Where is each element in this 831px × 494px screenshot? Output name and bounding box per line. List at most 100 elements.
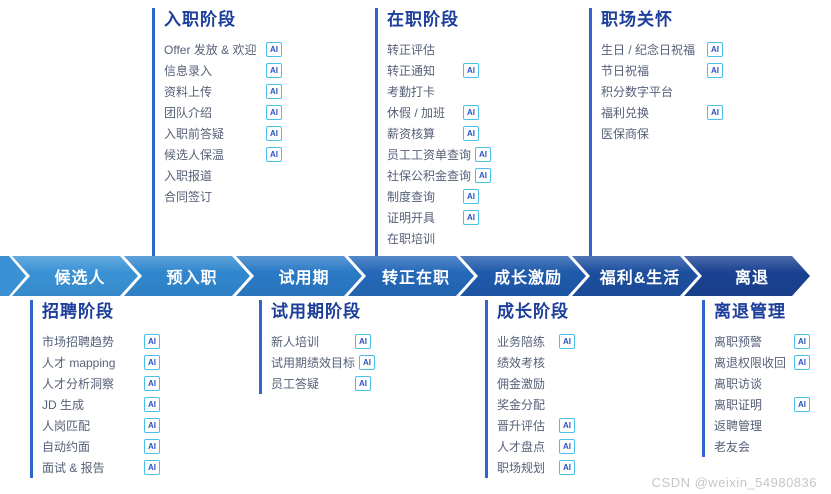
phase-item: 绩效考核 bbox=[497, 352, 575, 373]
phase-item-label: 团队介绍 bbox=[164, 106, 213, 120]
phase-item: 业务陪练 AI bbox=[497, 331, 575, 352]
phase-group-recruiting: 招聘阶段 市场招聘趋势 AI 人才 mapping AI 人才分析洞察 AI J… bbox=[30, 300, 160, 478]
phase-item: 人才盘点 AI bbox=[497, 436, 575, 457]
phase-item: 返聘管理 bbox=[714, 415, 810, 436]
ai-badge-icon: AI bbox=[475, 168, 492, 183]
phase-group-onboarding: 入职阶段 Offer 发放 & 欢迎 AI 信息录入 AI 资料上传 AI 团队… bbox=[152, 8, 282, 256]
phase-item-label: 离职访谈 bbox=[714, 377, 763, 391]
phase-item-list: 生日 / 纪念日祝福 AI 节日祝福 AI 积分数字平台 福利兑换 AI 医保商… bbox=[601, 39, 723, 144]
phase-item: 福利兑换 AI bbox=[601, 102, 723, 123]
phase-group-title: 入职阶段 bbox=[164, 10, 236, 29]
phase-item-label: 生日 / 纪念日祝福 bbox=[601, 43, 696, 57]
ai-badge-icon: AI bbox=[559, 439, 575, 454]
phase-item: 团队介绍 AI bbox=[164, 102, 282, 123]
phase-item-label: JD 生成 bbox=[42, 398, 85, 412]
phase-item: 薪资核算 AI bbox=[387, 123, 479, 144]
phase-item-label: 转正评估 bbox=[387, 43, 436, 57]
phase-item: 面试 & 报告 AI bbox=[42, 457, 160, 478]
phase-item: 证明开具 AI bbox=[387, 207, 479, 228]
phase-item-label: Offer 发放 & 欢迎 bbox=[164, 43, 257, 57]
phase-item-label: 晋升评估 bbox=[497, 419, 546, 433]
phase-item-label: 资料上传 bbox=[164, 85, 213, 99]
stage-arrow-label: 福利&生活 bbox=[599, 270, 681, 287]
phase-item: 节日祝福 AI bbox=[601, 60, 723, 81]
ai-badge-icon: AI bbox=[266, 63, 282, 78]
ai-badge-icon: AI bbox=[266, 147, 282, 162]
ai-badge-icon: AI bbox=[463, 105, 479, 120]
ai-badge-icon: AI bbox=[266, 42, 282, 57]
phase-item: 人才分析洞察 AI bbox=[42, 373, 160, 394]
phase-group-growth: 成长阶段 业务陪练 AI 绩效考核 佣金激励 奖金分配 晋升评估 AI 人才盘点… bbox=[485, 300, 575, 478]
phase-item: 市场招聘趋势 AI bbox=[42, 331, 160, 352]
stage-arrow-label: 离退 bbox=[734, 270, 769, 287]
phase-item-label: 薪资核算 bbox=[387, 127, 436, 141]
phase-item: 生日 / 纪念日祝福 AI bbox=[601, 39, 723, 60]
phase-item-label: 返聘管理 bbox=[714, 419, 763, 433]
phase-item-label: 制度查询 bbox=[387, 190, 436, 204]
phase-item-label: 证明开具 bbox=[387, 211, 436, 225]
phase-item-label: 佣金激励 bbox=[497, 377, 546, 391]
stage-arrow-5: 成长激励 bbox=[460, 256, 586, 296]
phase-item-label: 候选人保温 bbox=[164, 148, 225, 162]
phase-item-label: 人才分析洞察 bbox=[42, 377, 115, 391]
phase-item-label: 离职预警 bbox=[714, 335, 763, 349]
ai-badge-icon: AI bbox=[144, 334, 160, 349]
phase-group-title: 在职阶段 bbox=[387, 10, 459, 29]
ai-badge-icon: AI bbox=[463, 126, 479, 141]
phase-item-label: 在职培训 bbox=[387, 232, 436, 246]
phase-group-title: 职场关怀 bbox=[601, 10, 673, 29]
ai-badge-icon: AI bbox=[355, 376, 371, 391]
phase-item: 考勤打卡 bbox=[387, 81, 479, 102]
phase-item: 合同签订 bbox=[164, 186, 282, 207]
stage-arrow-2: 预入职 bbox=[124, 256, 250, 296]
phase-item: 在职培训 bbox=[387, 228, 479, 249]
ai-badge-icon: AI bbox=[794, 397, 810, 412]
ai-badge-icon: AI bbox=[266, 84, 282, 99]
stage-arrow-label: 候选人 bbox=[54, 270, 106, 287]
phase-item-label: 奖金分配 bbox=[497, 398, 546, 412]
phase-item-label: 入职前答疑 bbox=[164, 127, 225, 141]
ai-badge-icon: AI bbox=[707, 63, 723, 78]
phase-item: 入职报道 bbox=[164, 165, 282, 186]
ai-badge-icon: AI bbox=[463, 210, 479, 225]
phase-item: 积分数字平台 bbox=[601, 81, 723, 102]
ai-badge-icon: AI bbox=[463, 189, 479, 204]
phase-item: 休假 / 加班 AI bbox=[387, 102, 479, 123]
phase-group-onjob: 在职阶段 转正评估 转正通知 AI 考勤打卡 休假 / 加班 AI 薪资核算 A… bbox=[375, 8, 492, 256]
phase-item: 入职前答疑 AI bbox=[164, 123, 282, 144]
stage-arrow-1: 候选人 bbox=[12, 256, 138, 296]
phase-item-label: 节日祝福 bbox=[601, 64, 650, 78]
phase-item-list: 新人培训 AI 试用期绩效目标 AI 员工答疑 AI bbox=[271, 331, 376, 394]
phase-item: 晋升评估 AI bbox=[497, 415, 575, 436]
phase-group-title: 成长阶段 bbox=[497, 302, 569, 321]
phase-item-label: 老友会 bbox=[714, 440, 751, 454]
ai-badge-icon: AI bbox=[355, 334, 371, 349]
phase-group-title: 离退管理 bbox=[714, 302, 786, 321]
stage-arrow-4: 转正在职 bbox=[348, 256, 474, 296]
phase-group-title: 试用期阶段 bbox=[271, 302, 361, 321]
phase-item-label: 转正通知 bbox=[387, 64, 436, 78]
phase-item: 候选人保温 AI bbox=[164, 144, 282, 165]
stage-arrow-6: 福利&生活 bbox=[572, 256, 698, 296]
ai-badge-icon: AI bbox=[559, 418, 575, 433]
phase-item: 资料上传 AI bbox=[164, 81, 282, 102]
ai-badge-icon: AI bbox=[144, 397, 160, 412]
ai-badge-icon: AI bbox=[707, 105, 723, 120]
phase-item: 试用期绩效目标 AI bbox=[271, 352, 376, 373]
stage-arrow-label: 成长激励 bbox=[493, 270, 562, 287]
phase-item-label: 人才 mapping bbox=[42, 356, 116, 370]
phase-item-label: 社保公积金查询 bbox=[387, 169, 472, 183]
phase-item-label: 员工工资单查询 bbox=[387, 148, 472, 162]
phase-item-label: 绩效考核 bbox=[497, 356, 546, 370]
stage-arrow-label: 试用期 bbox=[278, 270, 330, 287]
phase-item-label: 职场规划 bbox=[497, 461, 546, 475]
phase-item: 新人培训 AI bbox=[271, 331, 371, 352]
ai-badge-icon: AI bbox=[559, 334, 575, 349]
phase-item-label: 离职证明 bbox=[714, 398, 763, 412]
phase-item: 社保公积金查询 AI bbox=[387, 165, 492, 186]
phase-item: JD 生成 AI bbox=[42, 394, 160, 415]
phase-group-probation: 试用期阶段 新人培训 AI 试用期绩效目标 AI 员工答疑 AI bbox=[259, 300, 376, 394]
phase-item-label: 福利兑换 bbox=[601, 106, 650, 120]
phase-item: 自动约面 AI bbox=[42, 436, 160, 457]
